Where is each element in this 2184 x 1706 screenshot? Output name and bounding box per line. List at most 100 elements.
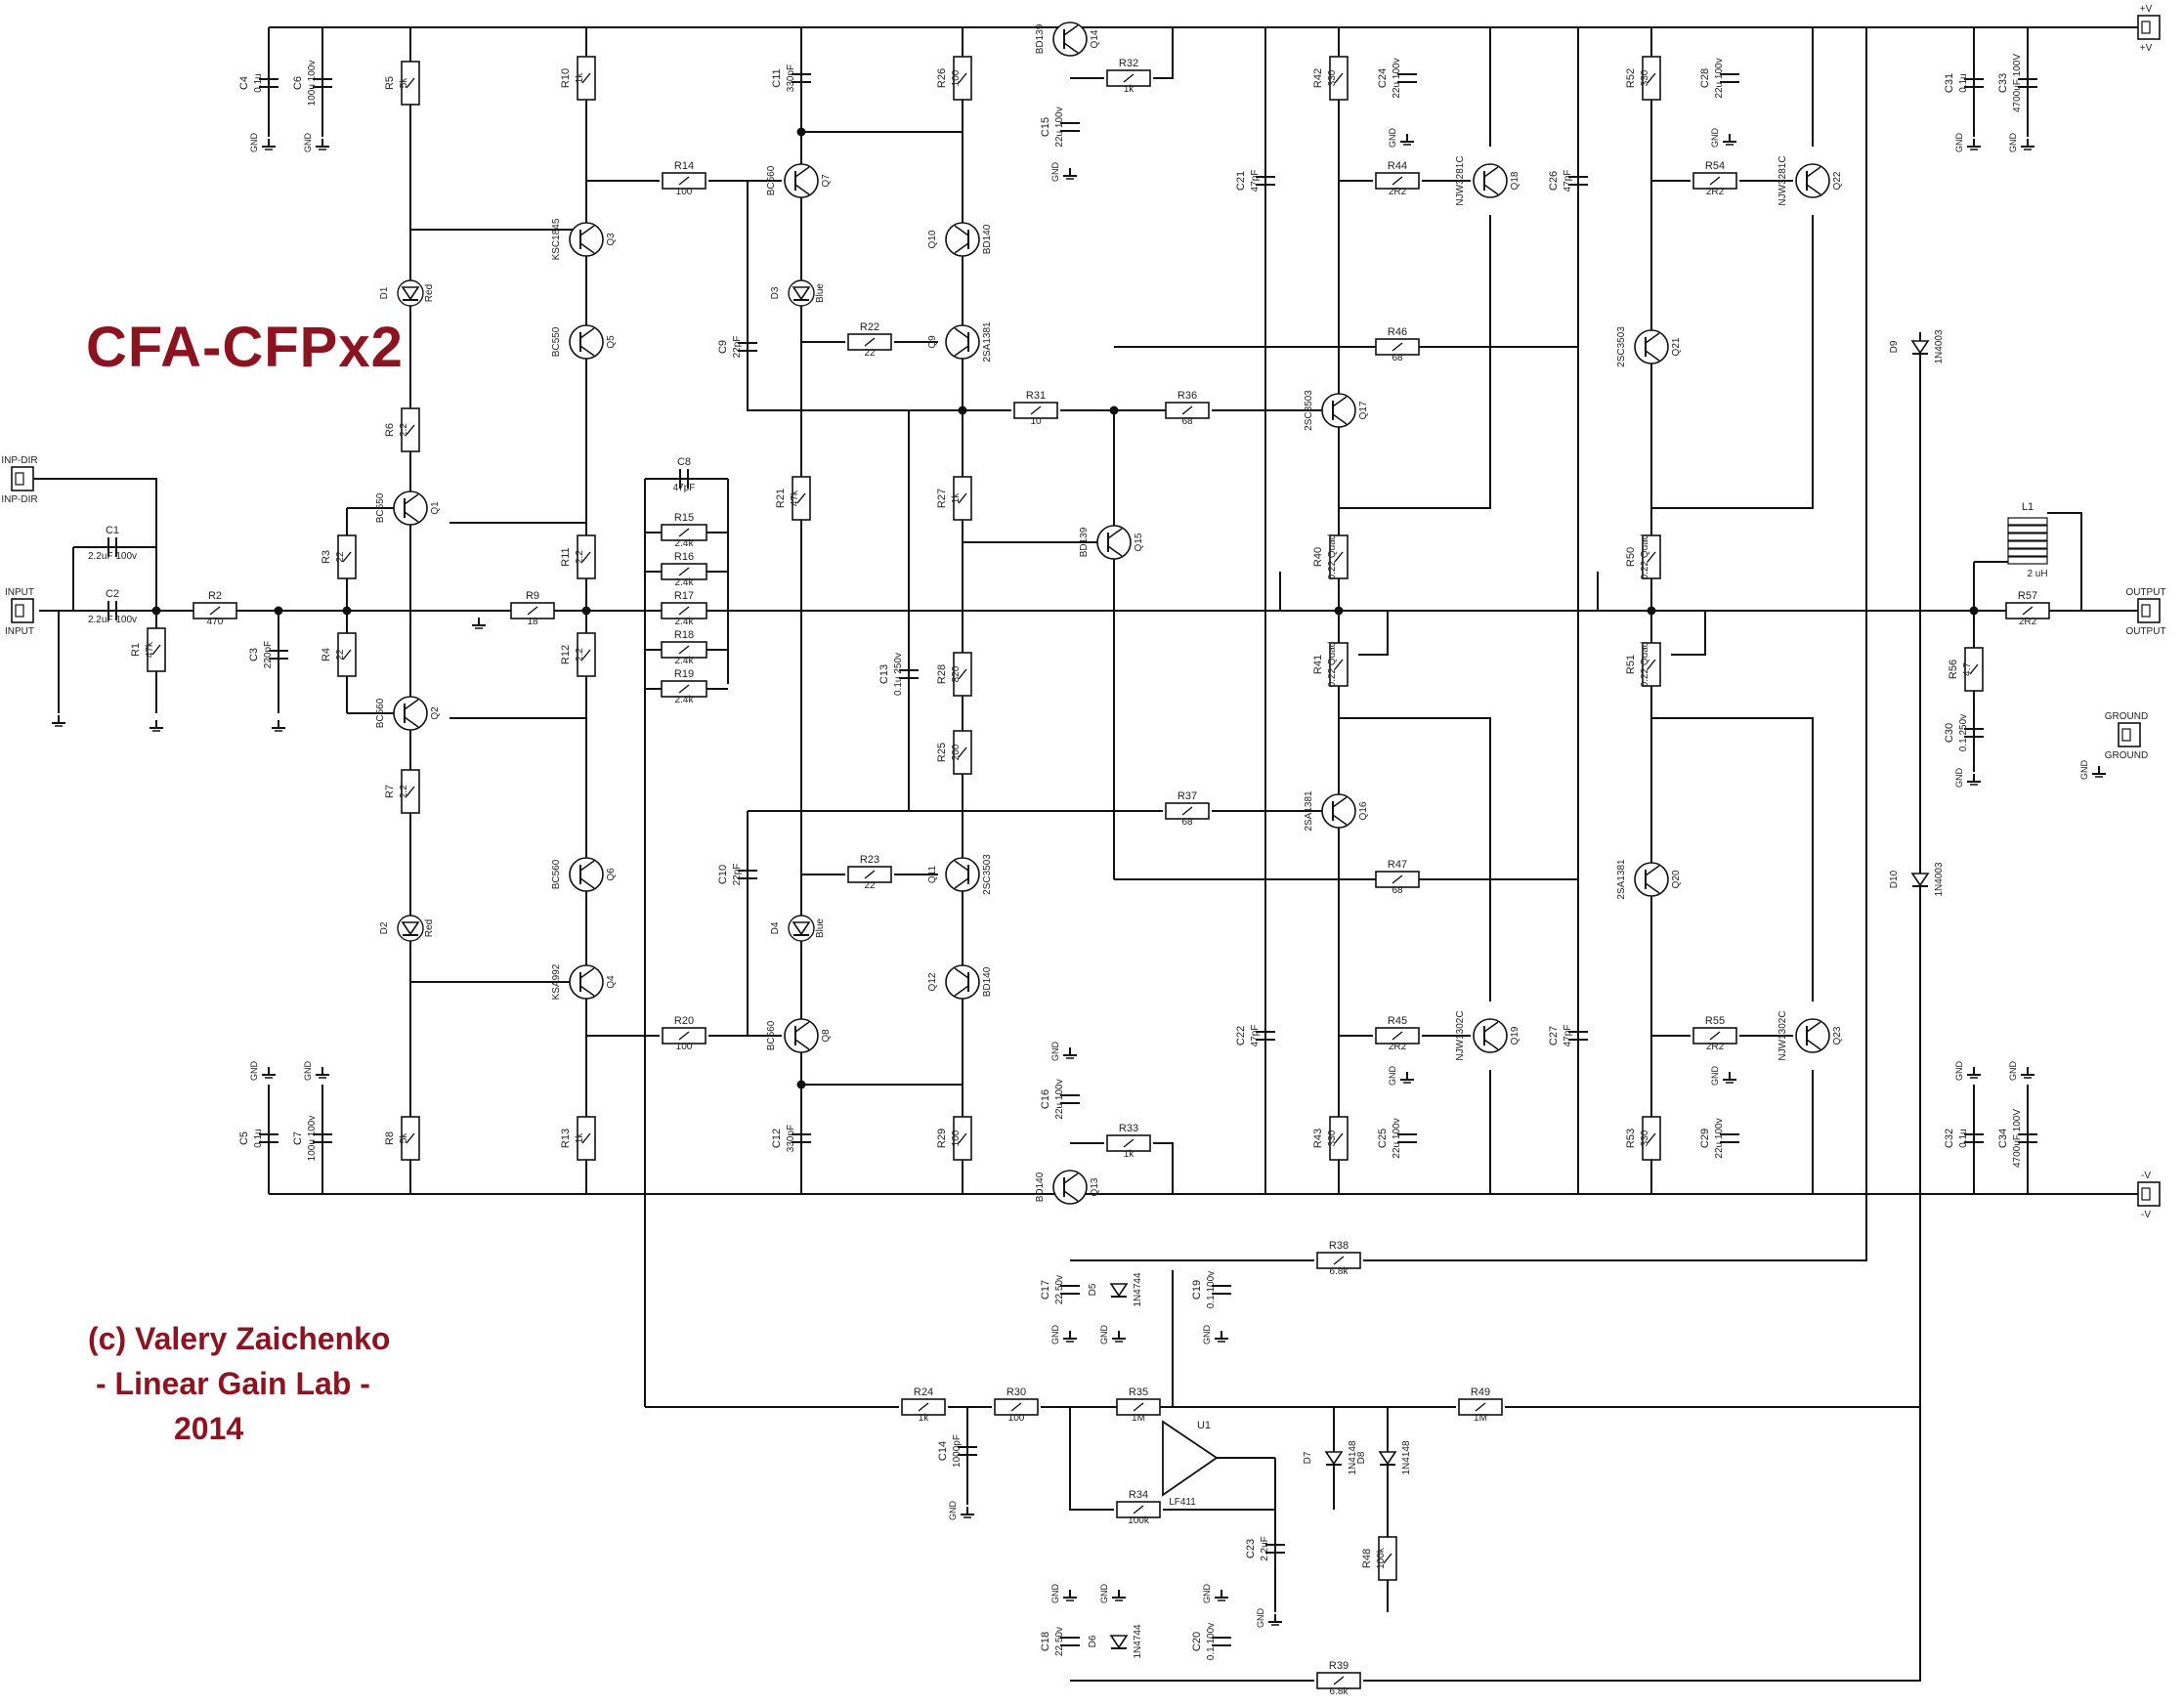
q21-value: 2SC3503 [1616,326,1627,367]
diode-triangle [792,286,811,301]
resistor-mark [918,1402,929,1412]
r8-ref: R8 [384,1131,396,1145]
ground-symbol: GND [1050,162,1077,182]
q20-ref: Q20 [1671,870,1682,888]
r37-value: 68 [1181,817,1193,828]
r32-value: 1k [1124,84,1135,95]
r8-value: 5k [399,1132,409,1144]
junction-dot [1969,606,1979,616]
r43-value: 330 [1327,1130,1338,1146]
d2-value: Red [424,919,435,937]
wire [1358,611,1389,656]
junction-dot [796,127,806,137]
ground-symbol: GND [1050,1325,1077,1344]
wire [1671,611,1706,656]
resistor-mark [1334,72,1344,84]
r17-value: 2.4k [675,617,695,627]
gnd-label: GND [1099,1325,1109,1345]
r55-value: 2R2 [1706,1042,1725,1052]
transistor-body [1473,163,1508,198]
resistor-mark [1647,551,1656,563]
resistor-mark [958,492,967,504]
ground-symbol: GND [1710,128,1736,148]
q10-value: BD140 [982,224,993,254]
d5-value: 1N4744 [1133,1272,1143,1306]
c2-ref: C2 [106,588,119,600]
r39-ref: R39 [1329,1660,1349,1672]
ground-symbol: GND [1202,1584,1228,1603]
q11-value: 2SC3503 [982,854,993,895]
ground-symbol: GND [2008,1061,2034,1081]
transistor-collector [1332,796,1348,808]
c25-ref: C25 [1377,1129,1389,1148]
resistor-mark [958,72,967,84]
r21-value: 47k [790,490,800,506]
transistor-body [784,163,819,198]
schematic-connectors: +V+V-V-VOUTPUTOUTPUTGROUNDGROUNDINPUTINP… [1,4,2165,1220]
ground-symbol: GND [1099,1584,1126,1603]
input-direct-connector-label: INP-DIR [1,455,37,466]
r27-ref: R27 [936,489,948,508]
r14-ref: R14 [674,160,694,172]
q7-value: BC560 [766,165,777,195]
transistor-emitter [1483,184,1499,195]
r38-ref: R38 [1329,1240,1349,1252]
r40-ref: R40 [1312,547,1324,567]
r53-ref: R53 [1625,1129,1637,1148]
transistor-collector [579,225,595,236]
q5-ref: Q5 [606,335,617,349]
credit-author: (c) Valery Zaichenko [88,1321,391,1356]
wire [1339,717,1491,1002]
c9-value: 22pF [732,336,743,359]
r1-ref: R1 [130,643,142,657]
r35-ref: R35 [1129,1386,1148,1398]
transistor-collector [954,860,969,872]
transistor-collector [579,327,595,339]
diode-triangle [1324,1451,1344,1466]
r41-ref: R41 [1312,655,1324,674]
r50-ref: R50 [1625,547,1637,567]
gnd-label: GND [1954,1061,1964,1082]
gnd-label: GND [303,1061,313,1082]
inductor-winding [2007,556,2048,565]
resistor-mark [581,551,591,563]
c21-value: 47pF [1250,170,1261,192]
transistor-body [945,324,980,360]
d7-value: 1N4148 [1348,1440,1358,1474]
resistor-mark [958,1132,967,1144]
connector-pin [2121,728,2131,742]
r16-value: 2.4k [675,577,695,588]
q14-value: BD139 [1035,23,1046,54]
r20-ref: R20 [674,1015,694,1027]
wire [1153,1142,1174,1194]
ground-symbol: GND [1954,133,1981,152]
transistor-collector [794,1021,810,1033]
transistor-collector [1645,865,1660,876]
output-connector-label-2: OUTPUT [2125,626,2165,637]
c10-ref: C10 [717,865,729,884]
resistor-mark [2022,606,2034,616]
ground-symbol: GND [303,133,329,152]
diode-triangle [1378,1451,1397,1466]
